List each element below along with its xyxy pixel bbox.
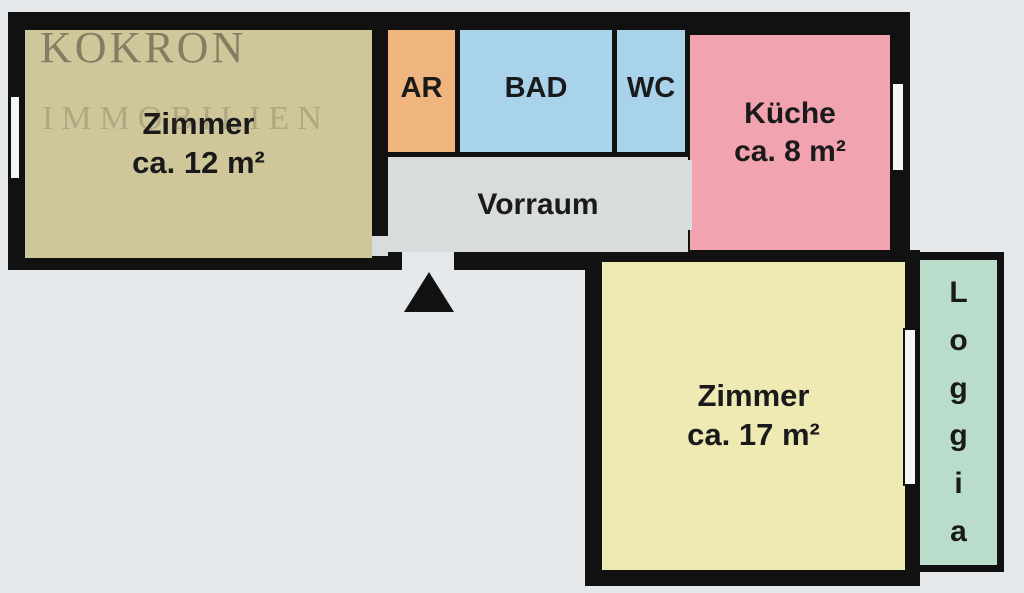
door-opening xyxy=(688,160,692,230)
room-kueche: Küche ca. 8 m² xyxy=(690,35,890,250)
window xyxy=(903,328,917,486)
room-vorraum: Vorraum xyxy=(388,157,688,252)
triangle-up-icon xyxy=(404,272,454,312)
room-loggia: L o g g i a xyxy=(920,260,997,565)
room-name: WC xyxy=(626,72,676,104)
loggia-letter: o xyxy=(949,323,968,357)
room-name: Zimmer xyxy=(142,106,255,142)
room-name: Vorraum xyxy=(477,187,599,221)
room-ar: AR xyxy=(388,30,455,152)
room-bad: BAD xyxy=(460,30,612,152)
door-opening xyxy=(372,236,388,256)
loggia-letter: a xyxy=(950,515,967,549)
room-zimmer-17: Zimmer ca. 17 m² xyxy=(602,262,905,570)
watermark-sub: IMMOBILIEN xyxy=(42,100,330,137)
loggia-letter: g xyxy=(949,419,968,453)
room-name: Zimmer xyxy=(697,378,810,414)
room-area: ca. 17 m² xyxy=(687,417,820,452)
entrance-opening xyxy=(402,252,454,270)
room-wc: WC xyxy=(617,30,685,152)
watermark-logo: KOKRON xyxy=(40,23,247,72)
room-name: Küche xyxy=(744,97,836,130)
window xyxy=(9,95,21,180)
room-area: ca. 12 m² xyxy=(132,145,265,180)
room-area: ca. 8 m² xyxy=(734,134,846,168)
room-name: BAD xyxy=(504,72,568,104)
room-name: AR xyxy=(400,72,443,104)
room-zimmer-12: Zimmer ca. 12 m² xyxy=(25,30,372,258)
loggia-letter: L xyxy=(949,275,968,309)
loggia-letter: i xyxy=(954,467,963,501)
window xyxy=(891,82,905,172)
loggia-letter: g xyxy=(949,371,968,405)
